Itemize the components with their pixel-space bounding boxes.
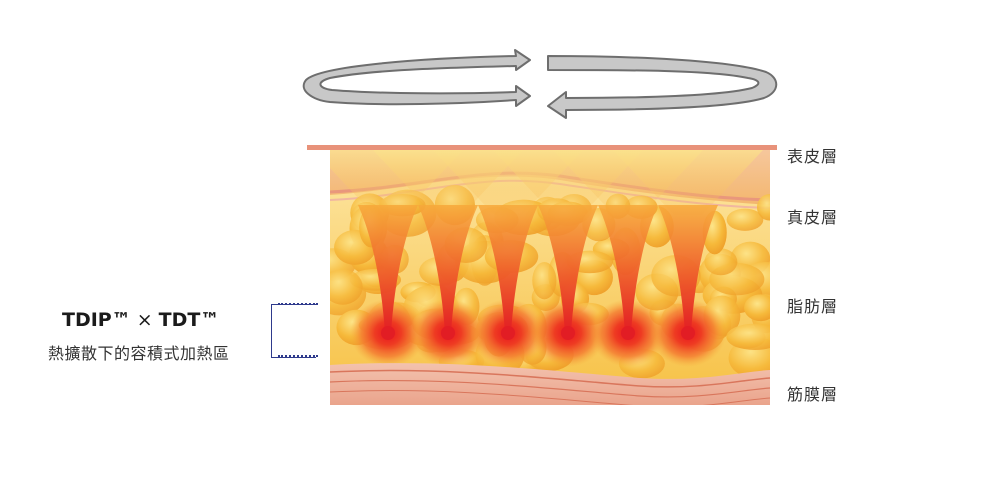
heat-point [621,326,635,340]
label-fascia: 筋膜層 [787,385,839,404]
heating-zone-bracket [271,304,316,358]
label-fat: 脂肪層 [787,297,839,316]
label-dermis: 真皮層 [787,208,839,227]
heat-cone [418,205,478,333]
fat-cell [704,248,738,276]
heat-cone [598,205,658,333]
heating-zone-caption: 熱擴散下的容積式加熱區 [48,344,230,363]
epidermis-line [307,145,777,150]
heat-point [681,326,695,340]
heat-point [501,326,515,340]
fat-cell [726,208,764,231]
heat-cone [538,205,598,333]
fat-cell [756,194,770,221]
energy-beam [613,150,763,215]
brand-title: TDIP™×TDT™ [62,309,219,331]
brand-cross: × [136,309,153,331]
fat-cell [744,294,770,322]
heat-point [441,326,455,340]
heat-cone [478,205,538,333]
heat-cone [358,205,418,333]
brand-tdip: TDIP™ [62,309,131,331]
bracket-dots-top [278,303,318,305]
heat-point [561,326,575,340]
bracket-dots-bottom [278,355,318,357]
energy-beams [330,150,763,367]
label-epidermis: 表皮層 [787,147,839,166]
fat-cell [532,261,557,300]
rotation-arrows-icon [302,49,778,119]
fat-cell [330,269,363,305]
heat-cone [658,205,718,333]
heat-point [381,326,395,340]
tissue-block [330,150,770,405]
brand-tdt: TDT™ [158,309,220,331]
fat-cell [726,323,770,350]
